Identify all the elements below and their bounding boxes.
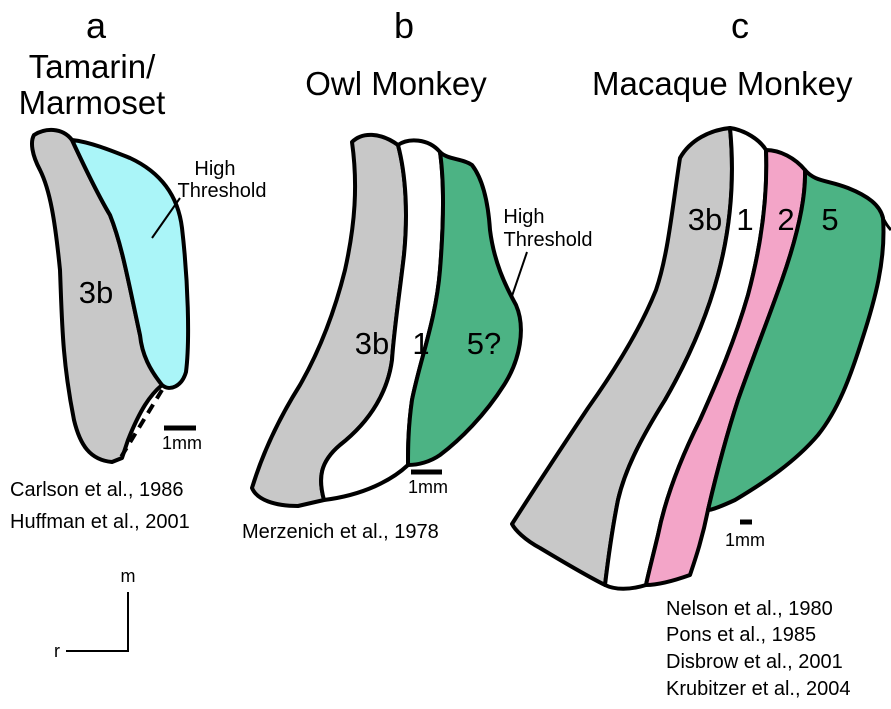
panel-a-title-line2: Marmoset: [19, 84, 166, 121]
panel-c-letter: c: [731, 5, 749, 46]
panel-c: c Macaque Monkey 3b 1 2 5 1mm Nelson et …: [512, 5, 891, 700]
panel-b-citation: Merzenich et al., 1978: [242, 521, 439, 543]
panel-b-ht-line2: Threshold: [504, 229, 593, 251]
panel-b-ht-line1: High: [503, 206, 544, 228]
panel-b-title: Owl Monkey: [305, 65, 487, 102]
panel-c-citation: Disbrow et al., 2001: [666, 651, 843, 673]
panel-c-citation: Krubitzer et al., 2004: [666, 678, 851, 700]
panel-a-label-3b: 3b: [79, 275, 113, 310]
panel-a-ht-line2: Threshold: [178, 180, 267, 202]
panel-b-scale-label: 1mm: [408, 477, 448, 497]
panel-c-label-5: 5: [821, 202, 838, 237]
panel-b-ht-pointer: [512, 252, 527, 296]
panel-a-scale-label: 1mm: [162, 433, 202, 453]
panel-b-label-5: 5?: [467, 326, 501, 361]
panel-c-citation: Nelson et al., 1980: [666, 598, 833, 620]
panel-c-scale-label: 1mm: [725, 530, 765, 550]
orientation-medial-label: m: [121, 566, 136, 586]
panel-a: a Tamarin/ Marmoset 3b High Threshold 1m…: [10, 5, 266, 533]
panel-a-citation: Carlson et al., 1986: [10, 479, 183, 501]
panel-c-citation: Pons et al., 1985: [666, 624, 816, 646]
panel-b-label-1: 1: [412, 326, 429, 361]
panel-b: b Owl Monkey 3b 1 5? High Threshold 1mm …: [242, 5, 592, 543]
panel-c-title: Macaque Monkey: [592, 65, 853, 102]
orientation-rostral-label: r: [54, 641, 60, 661]
orientation-compass: m r: [54, 566, 136, 661]
panel-a-letter: a: [86, 5, 107, 46]
panel-b-label-3b: 3b: [355, 326, 389, 361]
panel-a-title-line1: Tamarin/: [29, 48, 156, 85]
panel-c-label-3b: 3b: [688, 202, 722, 237]
panel-b-letter: b: [394, 5, 414, 46]
panel-c-label-1: 1: [736, 202, 753, 237]
panel-c-label-2: 2: [777, 202, 794, 237]
panel-a-citation: Huffman et al., 2001: [10, 511, 190, 533]
panel-a-ht-line1: High: [194, 158, 235, 180]
